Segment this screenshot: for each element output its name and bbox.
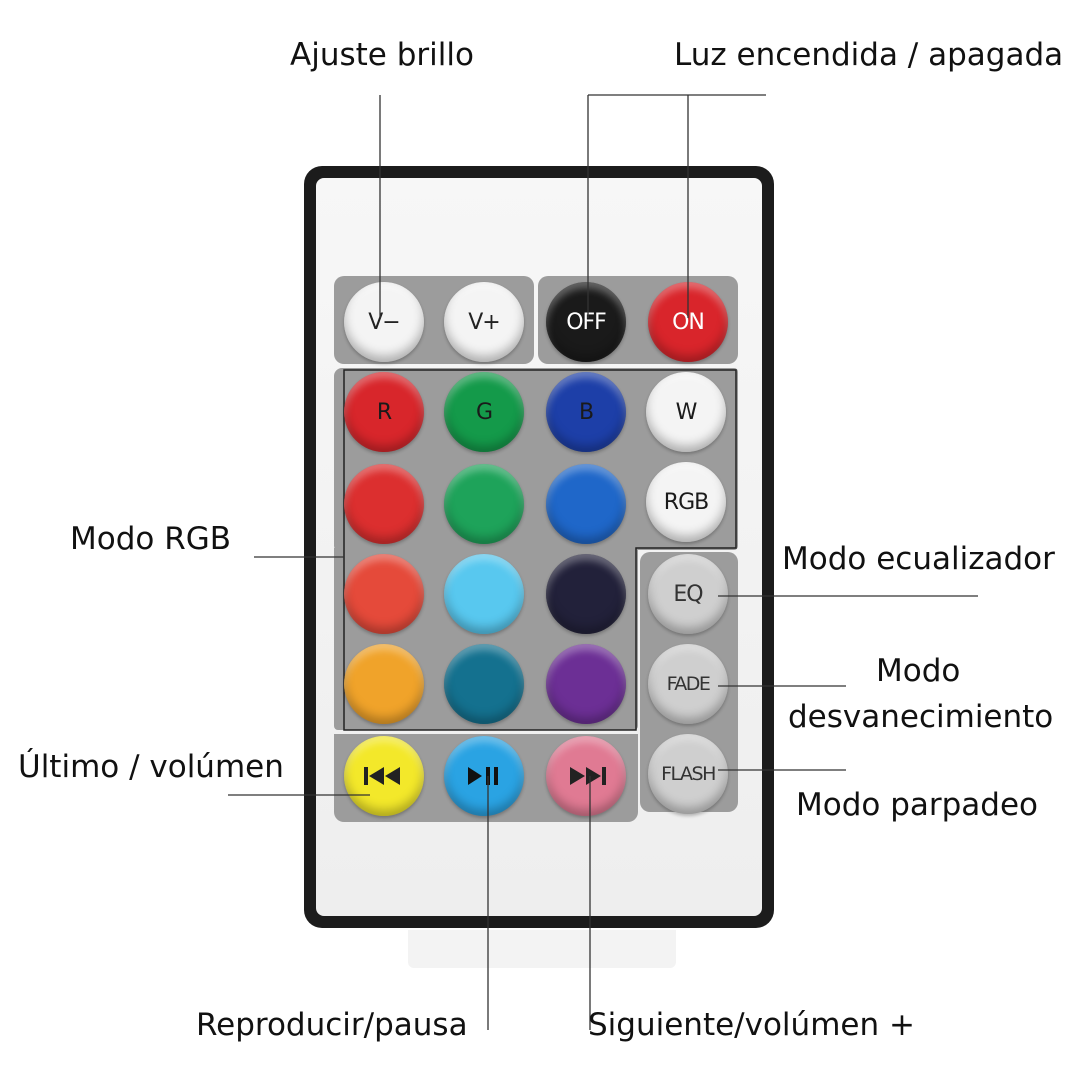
next-volume-callout: Siguiente/volúmen + [588, 1007, 915, 1043]
next-button[interactable] [546, 736, 626, 816]
color-button-2[interactable] [444, 464, 524, 544]
color-button-4[interactable] [344, 554, 424, 634]
red-button[interactable]: R [344, 372, 424, 452]
v-plus-button[interactable]: V+ [444, 282, 524, 362]
green-button[interactable]: G [444, 372, 524, 452]
battery-tab [408, 930, 676, 968]
blue-button[interactable]: B [546, 372, 626, 452]
rgb-label: RGB [663, 489, 709, 515]
next-icon [570, 767, 606, 785]
brightness-callout: Ajuste brillo [290, 37, 474, 73]
green-label: G [475, 399, 493, 425]
fade-label: FADE [666, 673, 711, 695]
play-pause-icon [468, 767, 498, 785]
eq-button[interactable]: EQ [648, 554, 728, 634]
flash-button[interactable]: FLASH [648, 734, 728, 814]
eq-mode-callout: Modo ecualizador [782, 541, 1055, 577]
eq-label: EQ [673, 581, 703, 607]
color-button-7[interactable] [344, 644, 424, 724]
power-callout: Luz encendida / apagada [674, 37, 1064, 73]
color-button-8[interactable] [444, 644, 524, 724]
color-button-1[interactable] [344, 464, 424, 544]
white-label: W [675, 399, 698, 425]
play-pause-button[interactable] [444, 736, 524, 816]
previous-button[interactable] [344, 736, 424, 816]
play-pause-callout: Reproducir/pausa [196, 1007, 468, 1043]
rgb-mode-callout: Modo RGB [70, 521, 232, 557]
v-minus-label: V− [368, 309, 401, 335]
white-button[interactable]: W [646, 372, 726, 452]
v-plus-label: V+ [468, 309, 501, 335]
color-button-5[interactable] [444, 554, 524, 634]
blue-label: B [578, 399, 594, 425]
color-button-3[interactable] [546, 464, 626, 544]
color-button-6[interactable] [546, 554, 626, 634]
prev-volume-callout: Último / volúmen [18, 749, 284, 785]
previous-icon [364, 767, 400, 785]
color-button-9[interactable] [546, 644, 626, 724]
off-label: OFF [566, 309, 607, 335]
rgb-button[interactable]: RGB [646, 462, 726, 542]
on-label: ON [672, 309, 705, 335]
off-button[interactable]: OFF [546, 282, 626, 362]
on-button[interactable]: ON [648, 282, 728, 362]
v-minus-button[interactable]: V− [344, 282, 424, 362]
flash-label: FLASH [661, 763, 716, 785]
red-label: R [376, 399, 392, 425]
flash-mode-callout: Modo parpadeo [796, 787, 1039, 823]
fade-mode-callout-line2: desvanecimiento [788, 699, 1054, 735]
fade-button[interactable]: FADE [648, 644, 728, 724]
fade-mode-callout-line1: Modo [876, 653, 961, 689]
